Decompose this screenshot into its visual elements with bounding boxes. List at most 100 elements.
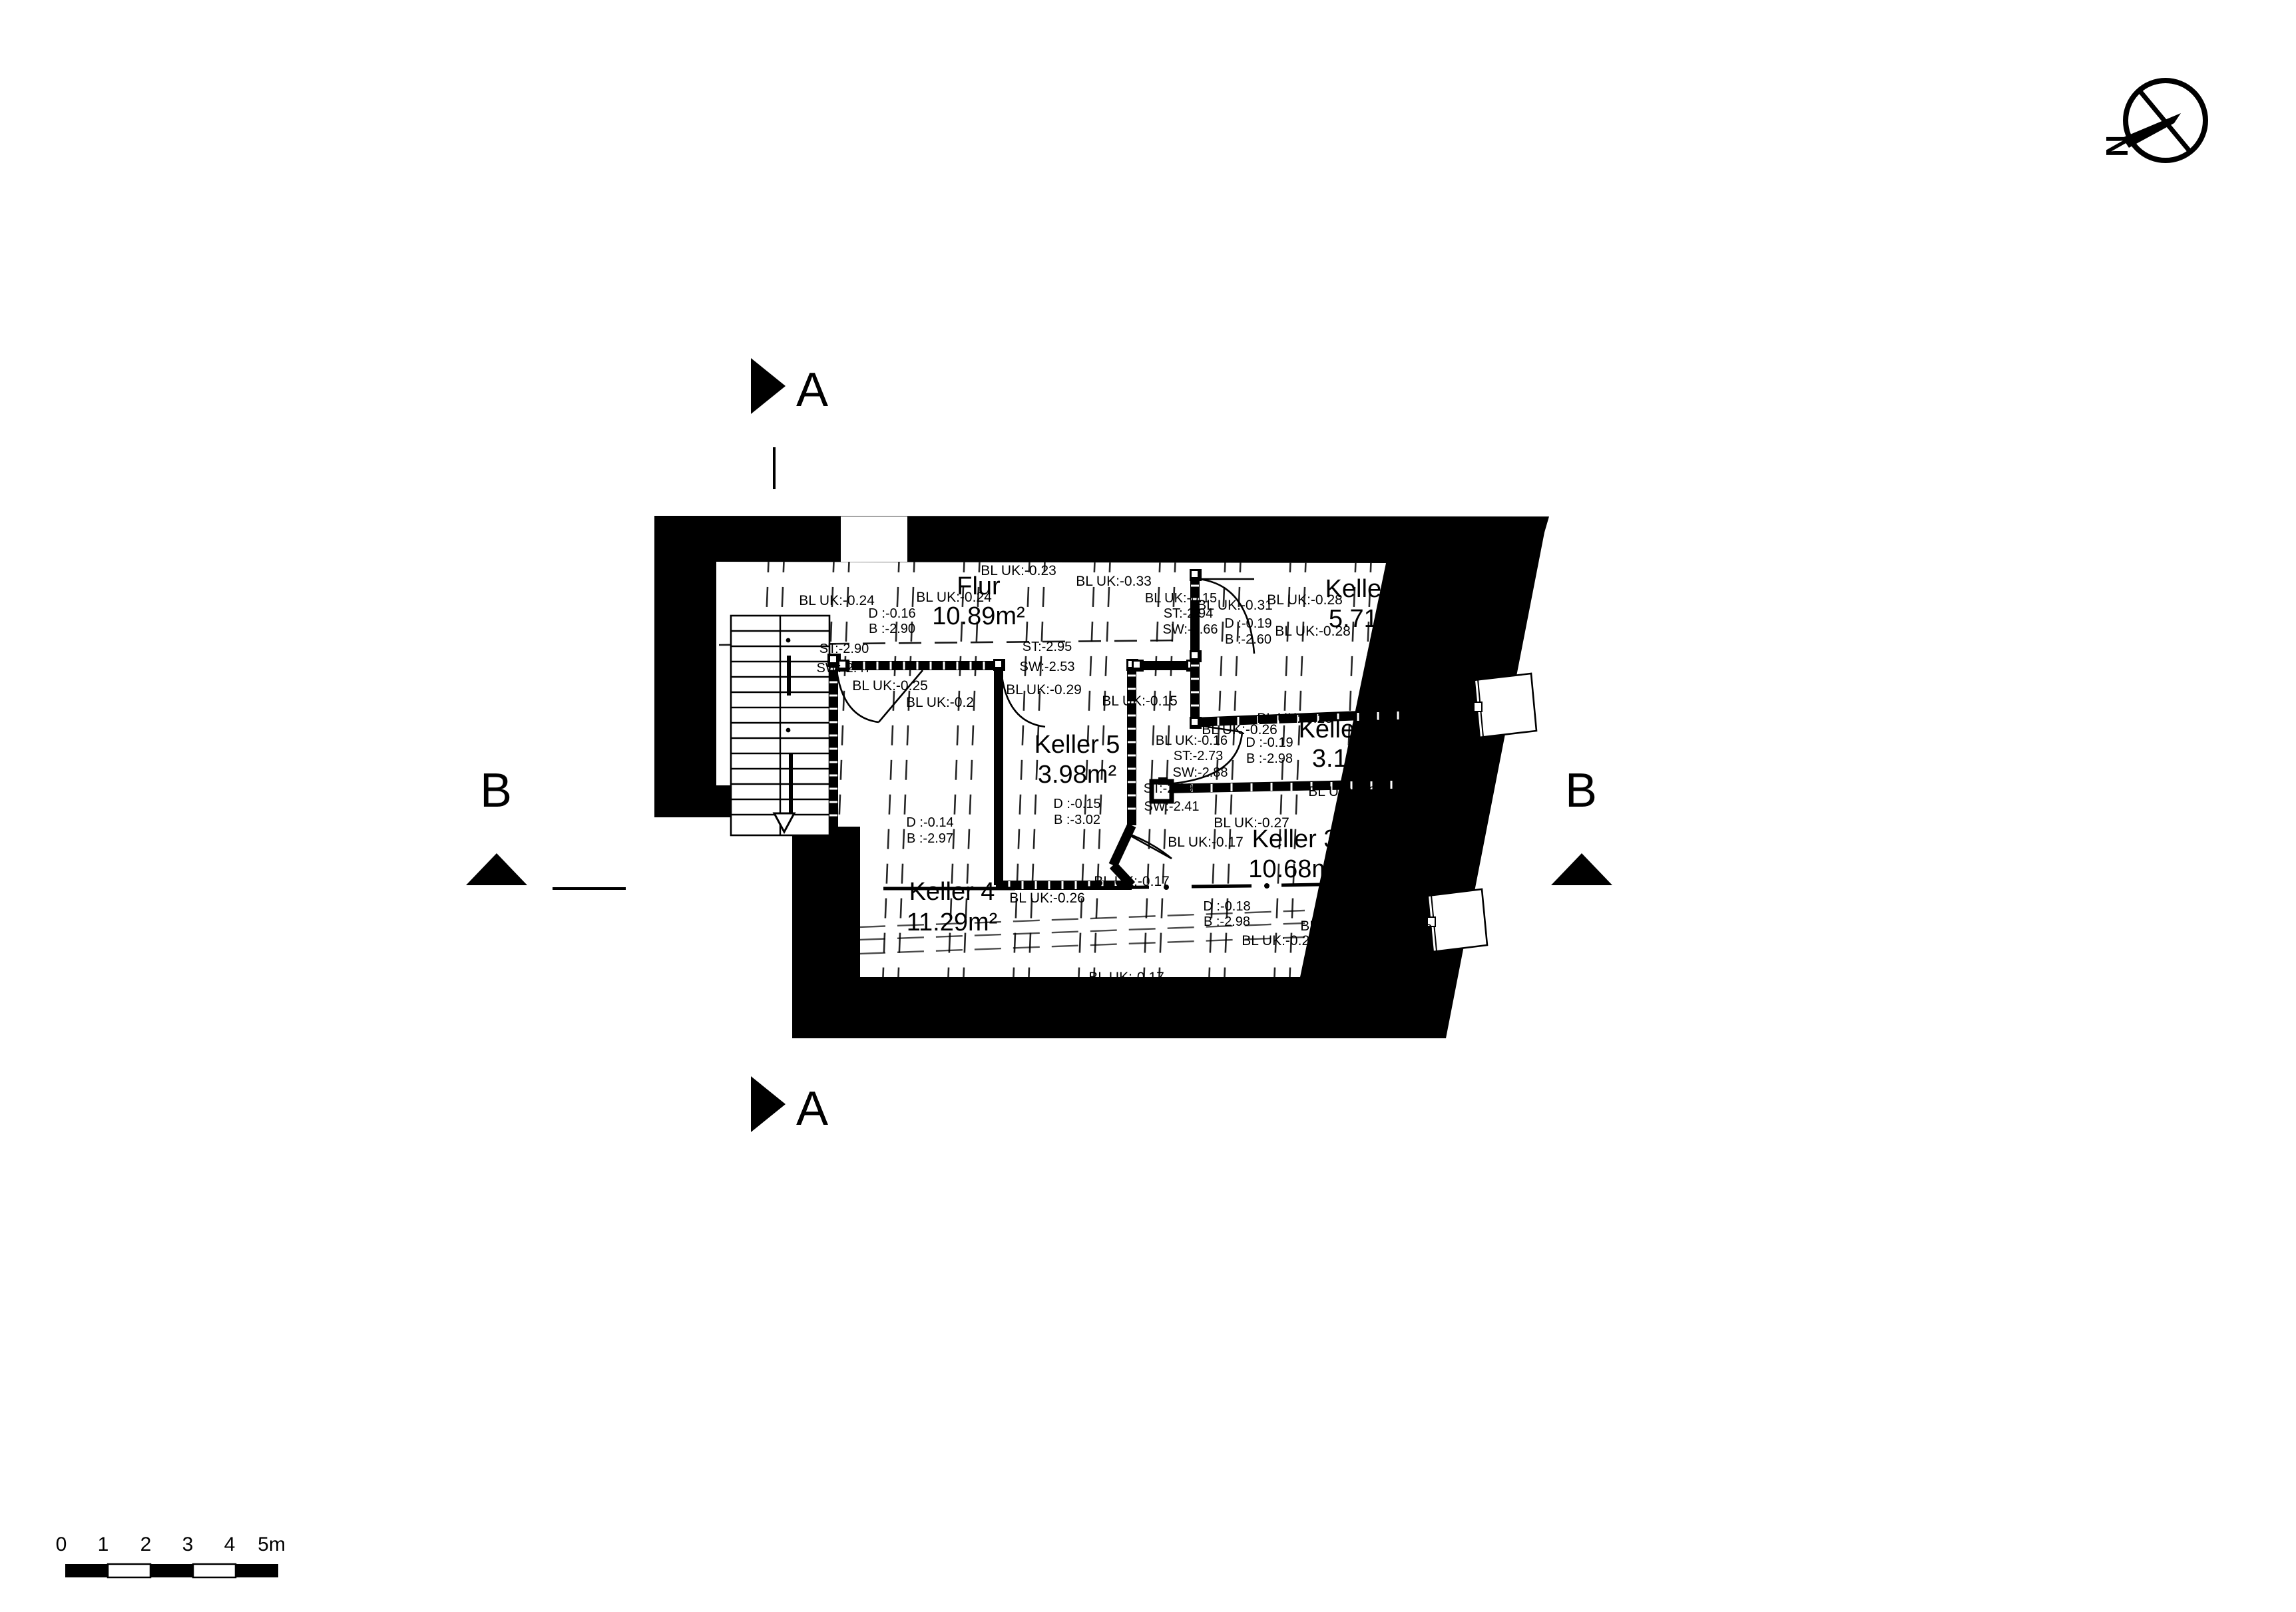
partition-flur-keller1	[1132, 660, 1198, 672]
scale-seg-4	[236, 1564, 278, 1577]
level-annotation-st-299: ST:-2.99	[1144, 781, 1193, 796]
room-label-keller5-name: Keller 5	[1034, 731, 1120, 759]
window-keller1	[1473, 672, 1538, 739]
section-arrow-a-bottom-icon	[751, 1076, 786, 1132]
scale-tick-5: 5m	[258, 1533, 286, 1555]
room-label-keller3-name: Keller 3	[1252, 825, 1338, 853]
door-swing-keller1	[1198, 578, 1256, 654]
level-annotation-st-294: ST:-2.94	[1164, 606, 1213, 621]
level-annotation-bl-028d: BL UK:-0.28	[1242, 933, 1317, 948]
windows	[1349, 672, 1538, 953]
level-annotation-st-105: ST:-1.05	[1371, 902, 1420, 916]
north-arrow-label: N	[2100, 135, 2134, 157]
level-annotation-d-014: D :-0.14	[906, 815, 953, 830]
section-marker-a-bottom: A	[751, 1076, 828, 1135]
level-annotation-b-298b: B :-2.98	[1204, 914, 1250, 929]
section-marker-b-left: B	[466, 764, 527, 885]
scale-seg-2	[150, 1564, 193, 1577]
level-annotation-bl-025: BL UK:-0.25	[852, 678, 928, 694]
level-annotation-st-290: ST:-2.90	[819, 642, 869, 656]
level-annotation-bl-027: BL UK:-0.27	[1214, 815, 1289, 831]
wall-niche-top	[841, 516, 907, 562]
level-annotation-sw-253: SW:-2.53	[1020, 660, 1075, 674]
scale-tick-0: 0	[56, 1533, 67, 1555]
level-annotation-bl-029b: BL UK:-0.29	[1400, 588, 1476, 604]
level-annotation-br-025: BR:-0.25	[1389, 662, 1441, 677]
level-annotation-d-016: D :-0.16	[868, 606, 915, 621]
door-leaf-flur-left	[878, 670, 923, 723]
level-annotation-bl-017b: BL UK:-0.17	[1094, 874, 1170, 889]
partition-keller5-angled	[1108, 823, 1136, 867]
level-annotation-bl-017c: BL UK:-0.17	[1088, 970, 1164, 985]
north-arrow-circle-icon	[2123, 78, 2208, 163]
scale-seg-1	[107, 1563, 152, 1579]
level-annotation-st-273: ST:-2.73	[1174, 749, 1223, 763]
section-marker-b-right: B	[1551, 764, 1612, 885]
scale-tick-1: 1	[98, 1533, 109, 1555]
scale-bar: 0 1 2 3 4 5m	[56, 1533, 286, 1579]
scale-tick-4: 4	[224, 1533, 236, 1555]
level-annotation-bl-03: BL UK:-0.3	[1357, 871, 1425, 886]
level-annotation-br-027: BR:-0.27	[1369, 918, 1422, 933]
section-arrow-b-right-icon	[1551, 853, 1612, 885]
room-label-keller1-name: Keller 1	[1325, 575, 1411, 603]
level-annotation-bl-024a: BL UK:-0.24	[799, 593, 875, 608]
level-annotation-bl-028c: BL UK:-0.28	[1257, 711, 1333, 726]
level-annotation-bl-024b: BL UK:-0.24	[916, 590, 992, 605]
room-label-flur-area: 10.89m²	[932, 602, 1025, 630]
room-leader-lines	[883, 882, 1359, 891]
section-letter-a-top: A	[796, 363, 828, 417]
level-annotation-bl-016: BL UK:-0.16	[1156, 733, 1228, 748]
level-annotation-b-290: B :-2.90	[869, 622, 915, 636]
level-annotation-sw-247: SW:-2.47	[817, 661, 872, 676]
scale-tick-2: 2	[140, 1533, 152, 1555]
level-annotation-bl-right: BL UK:-	[1404, 760, 1453, 775]
room-label-keller1-area: 5.71m²	[1329, 605, 1407, 633]
level-annotation-d-018: D :-0.18	[1203, 899, 1250, 914]
door-swing-keller5-keller3	[1123, 831, 1172, 859]
interior-partitions	[827, 569, 1477, 890]
room-label-keller3-area: 10.68m²	[1248, 855, 1341, 883]
partition-keller1-left	[1190, 569, 1202, 724]
level-annotation-bl-023: BL UK:-0.23	[981, 563, 1056, 578]
level-annotation-bl-033: BL UK:-0.33	[1076, 574, 1152, 589]
door-swing-keller5	[1000, 670, 1046, 728]
level-annotation-bl-028a: BL UK:-0.28	[1267, 592, 1343, 608]
section-arrow-a-top-icon	[751, 358, 786, 414]
annotation-labels: BL UK:-0.23 BL UK:-0.33 BL UK:-0.24 BL UK:-…	[799, 563, 1476, 1010]
partition-keller5-angled2	[1109, 862, 1136, 889]
level-annotation-bl-031: BL UK:-0.31	[1197, 598, 1273, 613]
partition-left-vertical	[827, 654, 841, 831]
partition-flur-bottom	[837, 660, 993, 672]
level-annotation-bl-029c: BL UK:-0.29	[1308, 784, 1384, 799]
section-letter-b-right: B	[1565, 764, 1597, 817]
exterior-walls	[654, 516, 1549, 1038]
level-annotation-d-015: D :-0.15	[1053, 797, 1100, 811]
level-annotation-b-302: B :-3.02	[1054, 813, 1100, 827]
level-annotation-bl-028b: BL UK:-0.28	[1275, 624, 1351, 639]
staircase	[730, 614, 831, 837]
level-annotation-bl-015b: BL UK:-0.15	[1145, 591, 1217, 606]
level-annotation-sw-241: SW:-2.41	[1144, 799, 1200, 814]
room-label-flur-name: Flur	[957, 572, 1001, 600]
level-annotation-bl-026b: BL UK:-0.26	[1009, 891, 1085, 906]
level-annotation-bl-017a: BL UK:-0.17	[1168, 835, 1244, 850]
level-annotation-bl-028e: BL UK:-0.28	[1300, 918, 1376, 934]
north-arrow: N	[2100, 78, 2208, 163]
level-annotation-bl-026a: BL UK:-0.26	[1202, 722, 1277, 737]
room-label-keller4-area: 11.29m²	[907, 908, 998, 936]
window-symbol-keller3-inner	[1349, 865, 1412, 897]
scale-seg-0	[65, 1564, 108, 1577]
section-letter-a-bottom: A	[796, 1082, 828, 1135]
level-annotation-b-260: B :-2.60	[1225, 632, 1271, 647]
level-annotation-d-019b: D :-0.19	[1246, 735, 1293, 750]
level-annotation-bl-029a: BL UK:-0.29	[1006, 682, 1082, 698]
north-arrow-pointer-icon	[2122, 113, 2181, 148]
level-annotation-bl-028f: BL UK:-0.28	[1190, 994, 1266, 1010]
level-annotation-d-019a: D :-0.19	[1224, 616, 1271, 631]
partition-keller1-keller2	[1190, 706, 1477, 729]
level-annotation-sw-266: SW:-2.66	[1163, 622, 1218, 637]
room-label-keller2-name: Keller 2	[1299, 715, 1385, 743]
room-label-keller4-name: Keller 4	[909, 878, 995, 906]
stair-treads	[731, 616, 829, 835]
